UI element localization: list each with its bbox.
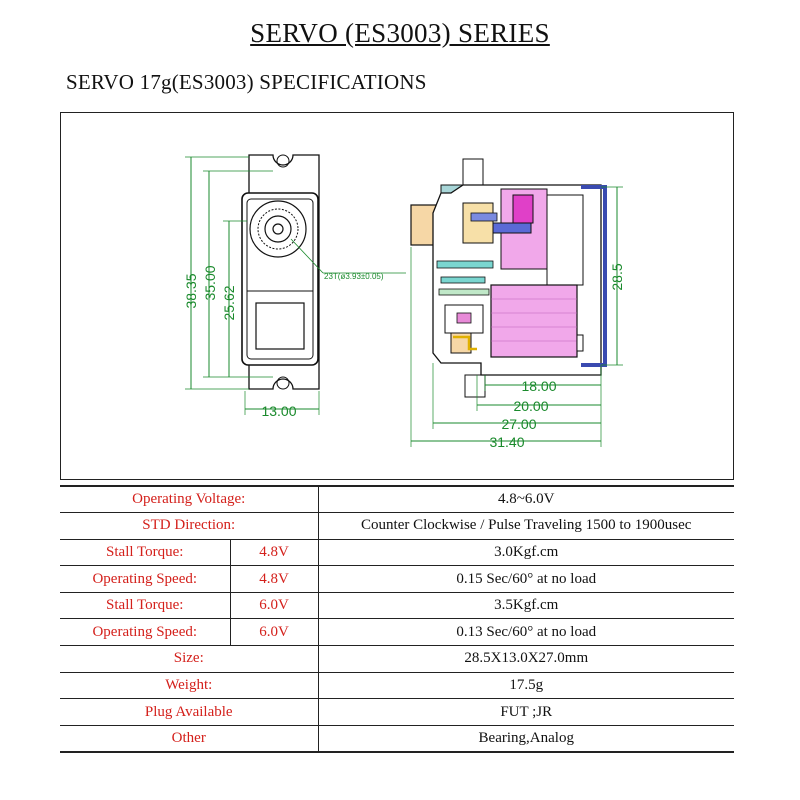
spec-value: 17.5g <box>317 671 734 700</box>
spec-label: Operating Voltage: <box>60 485 318 514</box>
spec-label: Stall Torque: <box>60 591 230 620</box>
servo-technical-drawing: 38.35 35.00 25.62 13.00 23T(ø3.93±0.05) <box>183 154 625 450</box>
spec-row-torque-60: Stall Torque: 6.0V 3.5Kgf.cm <box>60 591 734 620</box>
spec-row-plug: Plug Available FUT ;JR <box>60 698 734 726</box>
spec-label: Operating Speed: <box>60 618 230 647</box>
spec-row-speed-48: Operating Speed: 4.8V 0.15 Sec/60° at no… <box>60 565 734 593</box>
servo-front-view <box>185 154 406 415</box>
spec-value: FUT ;JR <box>317 698 734 726</box>
dim-20-00: 20.00 <box>513 398 548 414</box>
spec-label: Operating Speed: <box>60 565 230 593</box>
dim-38-35: 38.35 <box>183 273 199 308</box>
spec-row-size: Size: 28.5X13.0X27.0mm <box>60 645 734 673</box>
spec-value: Counter Clockwise / Pulse Traveling 1500… <box>317 512 734 540</box>
dim-13-00: 13.00 <box>261 403 296 419</box>
spec-value: 0.15 Sec/60° at no load <box>317 565 734 593</box>
page-title: SERVO (ES3003) SERIES <box>250 18 550 48</box>
spec-row-weight: Weight: 17.5g <box>60 671 734 700</box>
dim-25-62: 25.62 <box>221 285 237 320</box>
spec-subtitle: SERVO 17g(ES3003) SPECIFICATIONS <box>66 70 427 94</box>
dim-28-5: 28.5 <box>609 263 625 290</box>
spec-value: 4.8~6.0V <box>317 485 734 514</box>
spec-label: Weight: <box>60 671 318 700</box>
spec-voltage: 4.8V <box>229 538 318 567</box>
dim-27-00: 27.00 <box>501 416 536 432</box>
spec-row-voltage: Operating Voltage: 4.8~6.0V <box>60 485 734 514</box>
spec-row-other: Other Bearing,Analog <box>60 724 734 753</box>
drawing-frame: 38.35 35.00 25.62 13.00 23T(ø3.93±0.05) <box>60 112 734 480</box>
spec-label: Other <box>60 724 318 753</box>
spec-voltage: 4.8V <box>229 565 318 593</box>
spec-table: Operating Voltage: 4.8~6.0V STD Directio… <box>60 485 734 753</box>
spec-value: 3.0Kgf.cm <box>317 538 734 567</box>
dim-31-40: 31.40 <box>489 434 524 450</box>
spec-label: Plug Available <box>60 698 318 726</box>
dim-35-00: 35.00 <box>202 265 218 300</box>
spec-row-speed-60: Operating Speed: 6.0V 0.13 Sec/60° at no… <box>60 618 734 647</box>
spec-label: Stall Torque: <box>60 538 230 567</box>
spec-value: Bearing,Analog <box>317 724 734 753</box>
spline-note: 23T(ø3.93±0.05) <box>324 272 384 281</box>
spec-voltage: 6.0V <box>229 618 318 647</box>
spec-row-direction: STD Direction: Counter Clockwise / Pulse… <box>60 512 734 540</box>
servo-side-view <box>410 158 623 447</box>
spec-label: Size: <box>60 645 318 673</box>
spec-voltage: 6.0V <box>229 591 318 620</box>
spec-row-torque-48: Stall Torque: 4.8V 3.0Kgf.cm <box>60 538 734 567</box>
spec-value: 3.5Kgf.cm <box>317 591 734 620</box>
dim-18-00: 18.00 <box>521 378 556 394</box>
spec-value: 0.13 Sec/60° at no load <box>317 618 734 647</box>
spec-label: STD Direction: <box>60 512 318 540</box>
spec-value: 28.5X13.0X27.0mm <box>317 645 734 673</box>
